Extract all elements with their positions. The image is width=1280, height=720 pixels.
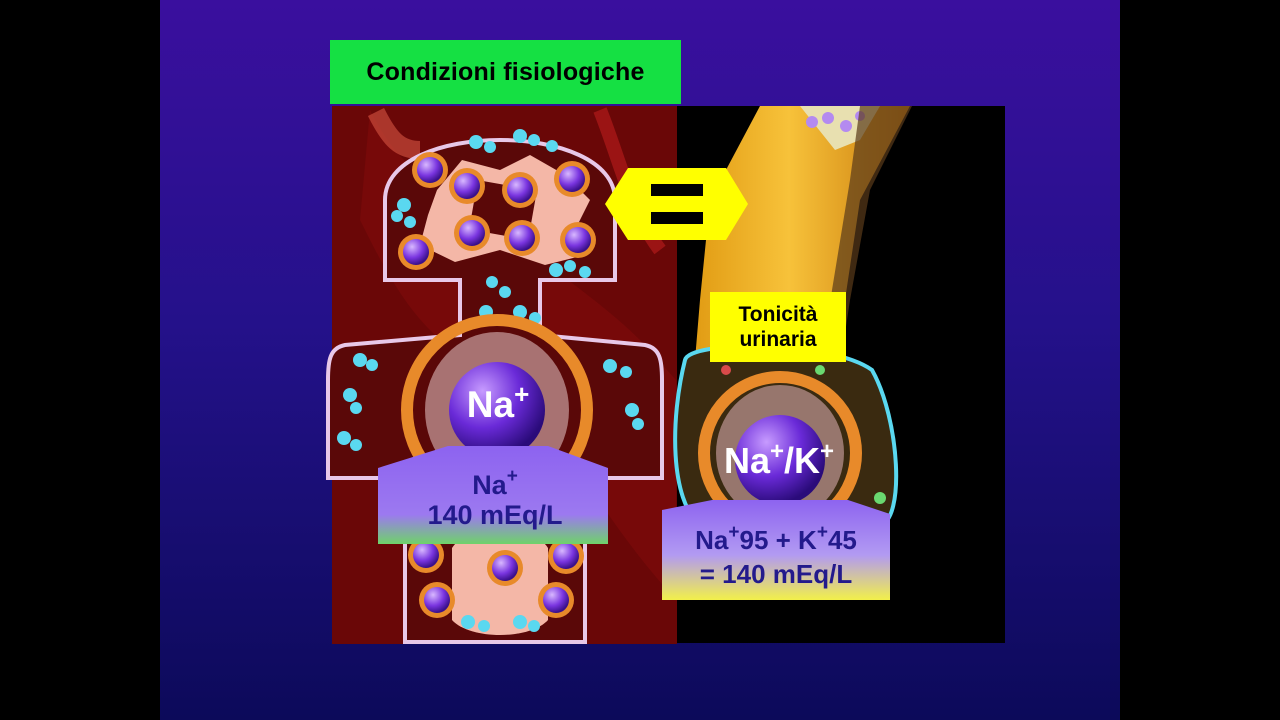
small-ion xyxy=(419,582,455,618)
small-ion xyxy=(408,537,444,573)
na-k-ion-symbol: Na+/K+ xyxy=(706,440,852,482)
title-box: Condizioni fisiologiche xyxy=(330,40,681,104)
urine-na-charge: + xyxy=(728,522,740,543)
sodium-label-box xyxy=(378,446,608,544)
urine-label-line2: urinaria xyxy=(739,328,817,351)
small-ion xyxy=(487,550,523,586)
small-ion xyxy=(398,234,434,270)
k-text: /K xyxy=(784,440,821,481)
na-ion-symbol: Na+ xyxy=(448,381,548,426)
urine-label-line1: Tonicità xyxy=(738,303,818,326)
plasma-sodium-label: Na+ 140 mEq/L xyxy=(382,467,608,530)
urine-na-value: 95 + K xyxy=(739,525,817,555)
plasma-ion-name: Na xyxy=(472,470,507,500)
urine-na-name: Na xyxy=(695,525,729,555)
small-ion xyxy=(412,152,448,188)
plasma-ion-charge: + xyxy=(506,466,518,487)
water-molecules xyxy=(337,129,644,632)
na-ion-text: Na xyxy=(466,384,515,425)
urine-electrolyte-label: Na+95 + K+45 = 140 mEq/L xyxy=(662,523,890,591)
small-ion xyxy=(560,222,596,258)
small-ion xyxy=(449,168,485,204)
page-title: Condizioni fisiologiche xyxy=(366,57,645,86)
urine-tonicity-label: Tonicità urinaria xyxy=(710,292,846,362)
small-ion xyxy=(502,172,538,208)
small-ion xyxy=(454,215,490,251)
na-charge: + xyxy=(770,438,785,465)
k-charge: + xyxy=(820,438,835,465)
plasma-sodium-value: 140 mEq/L xyxy=(427,500,563,530)
small-ion xyxy=(504,220,540,256)
small-ion xyxy=(554,161,590,197)
urine-label-box xyxy=(662,500,890,600)
urine-k-value: 45 xyxy=(827,525,857,555)
cell-ions xyxy=(398,152,596,618)
urine-total-value: = 140 mEq/L xyxy=(699,559,853,589)
equal-arrow xyxy=(605,168,748,240)
urine-k-charge: + xyxy=(816,522,828,543)
small-ion xyxy=(538,582,574,618)
na-text: Na xyxy=(723,440,770,481)
na-ion-charge: + xyxy=(514,379,530,409)
small-ion xyxy=(548,538,584,574)
